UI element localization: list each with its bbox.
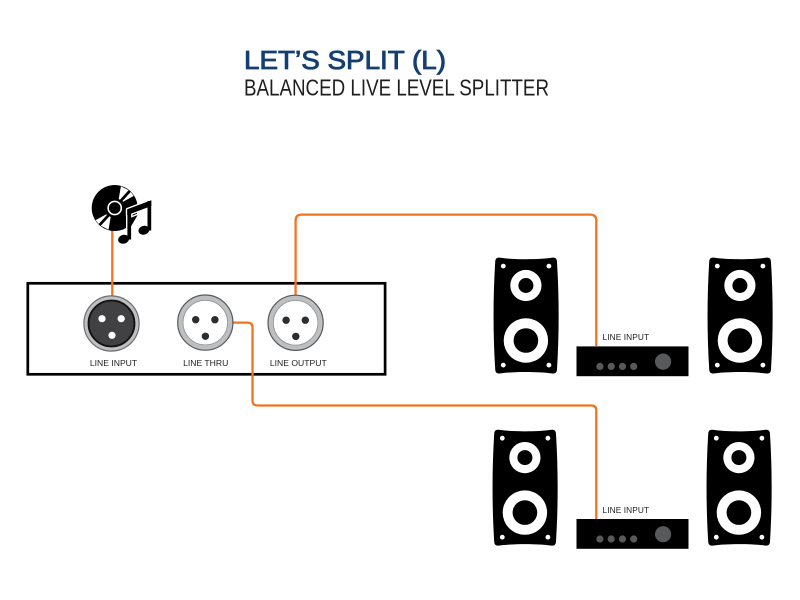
svg-text:LET’S SPLIT (L): LET’S SPLIT (L) <box>244 47 446 75</box>
svg-text:LINE OUTPUT: LINE OUTPUT <box>270 358 328 368</box>
svg-text:LINE INPUT: LINE INPUT <box>90 358 138 368</box>
svg-text:LINE INPUT: LINE INPUT <box>603 505 650 515</box>
svg-text:LINE THRU: LINE THRU <box>183 358 228 368</box>
svg-text:BALANCED LIVE LEVEL SPLITTER: BALANCED LIVE LEVEL SPLITTER <box>244 74 549 100</box>
svg-text:LINE INPUT: LINE INPUT <box>603 332 650 342</box>
